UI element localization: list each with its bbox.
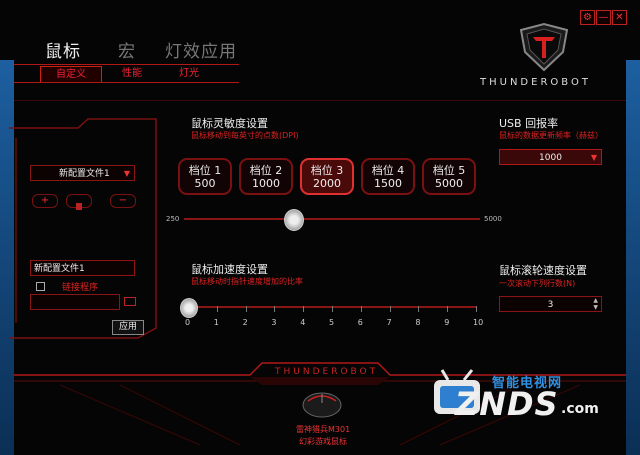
- bottom-frame-decoration: [14, 362, 626, 446]
- dpi-level-1[interactable]: 档位 1 500: [178, 158, 232, 195]
- acceleration-tick-mark: [389, 306, 391, 312]
- dpi-level-3[interactable]: 档位 3 2000: [300, 158, 354, 195]
- acceleration-tick-mark: [245, 306, 247, 312]
- acceleration-tick-label: 1: [213, 318, 219, 327]
- mouse-device-icon: [302, 392, 342, 418]
- acceleration-subtitle: 鼠标移动时指针速度增加的比率: [191, 277, 303, 286]
- acceleration-tick-mark: [476, 306, 477, 312]
- acceleration-tick-label: 9: [444, 318, 450, 327]
- minimize-button[interactable]: —: [596, 10, 611, 25]
- scroll-title: 鼠标滚轮速度设置: [499, 264, 587, 277]
- acceleration-tick-label: 7: [386, 318, 392, 327]
- settings-icon[interactable]: ⚙: [580, 10, 595, 25]
- dpi-level-value: 1500: [374, 177, 402, 190]
- left-panel-frame: [9, 118, 157, 339]
- remove-profile-button[interactable]: −: [110, 194, 136, 208]
- dpi-level-value: 1000: [252, 177, 280, 190]
- sensitivity-subtitle: 鼠标移动到每英寸的点数(DPI): [191, 131, 299, 140]
- usb-subtitle: 鼠标的数据更新频率（赫兹）: [499, 131, 603, 140]
- program-path-field[interactable]: [30, 294, 120, 310]
- acceleration-tick-mark: [216, 306, 218, 312]
- device-name: 雷神猎兵M301: [296, 425, 351, 434]
- sensitivity-title: 鼠标灵敏度设置: [191, 117, 268, 130]
- znds-tv-logo-icon: [434, 369, 480, 414]
- chevron-down-icon: ▼: [590, 153, 597, 162]
- dpi-level-label: 档位 3: [310, 164, 344, 177]
- dpi-level-label: 档位 4: [371, 164, 405, 177]
- dpi-level-value: 500: [194, 177, 216, 190]
- profile-select[interactable]: 新配置文件1 ▼: [30, 165, 135, 181]
- dpi-level-2[interactable]: 档位 2 1000: [239, 158, 293, 195]
- add-profile-button[interactable]: +: [32, 194, 58, 208]
- watermark-suffix: .com: [561, 401, 599, 417]
- close-button[interactable]: ✕: [612, 10, 627, 25]
- nav-macro[interactable]: 宏: [118, 42, 136, 62]
- acceleration-tick-mark: [418, 306, 420, 312]
- scroll-lines-value: 3: [547, 300, 554, 310]
- acceleration-tick-label: 5: [329, 318, 335, 327]
- watermark-main: ZNDS: [455, 385, 559, 423]
- acceleration-tick-mark: [303, 306, 305, 312]
- dpi-level-value: 5000: [435, 177, 463, 190]
- device-type: 幻彩游戏鼠标: [299, 437, 347, 446]
- dpi-level-label: 档位 5: [432, 164, 466, 177]
- acceleration-tick-mark: [360, 306, 362, 312]
- acceleration-tick-label: 8: [415, 318, 421, 327]
- dpi-level-value: 2000: [313, 177, 341, 190]
- dpi-level-5[interactable]: 档位 5 5000: [422, 158, 476, 195]
- brand-text: THUNDEROBOT: [480, 77, 591, 88]
- bind-program-label: 链接程序: [62, 283, 99, 293]
- watermark-top: 智能电视网: [492, 376, 563, 391]
- tab-custom[interactable]: 自定义: [40, 66, 102, 83]
- trash-icon: [76, 203, 82, 210]
- folder-icon[interactable]: [124, 297, 136, 306]
- acceleration-tick-label: 4: [300, 318, 306, 327]
- usb-rate-select[interactable]: 1000 ▼: [499, 149, 602, 165]
- dpi-slider-thumb[interactable]: [284, 209, 305, 231]
- dpi-slider-max: 5000: [484, 215, 502, 223]
- delete-profile-button[interactable]: [66, 194, 92, 210]
- dpi-slider-min: 250: [166, 215, 180, 223]
- acceleration-tick-mark: [447, 306, 449, 312]
- tab-lighting[interactable]: 灯光: [179, 68, 199, 79]
- header-divider: [14, 100, 626, 101]
- acceleration-tick-label: 2: [242, 318, 248, 327]
- subtab-bottom-line: [14, 82, 239, 83]
- nav-light[interactable]: 灯效应用: [165, 42, 237, 62]
- usb-title: USB 回报率: [499, 117, 559, 130]
- apply-button[interactable]: 应用: [112, 320, 144, 335]
- dpi-level-label: 档位 1: [188, 164, 222, 177]
- desktop-edge-right: [626, 60, 640, 455]
- dpi-level-label: 档位 2: [249, 164, 283, 177]
- profile-select-value: 新配置文件1: [59, 169, 110, 179]
- scroll-subtitle: 一次滚动下列行数(N): [499, 279, 576, 288]
- acceleration-thumb[interactable]: [180, 298, 198, 318]
- stepper-arrows-icon[interactable]: ▲▼: [593, 297, 598, 311]
- subtab-top-line: [14, 64, 239, 65]
- bind-program-checkbox[interactable]: [36, 282, 45, 291]
- scroll-lines-stepper[interactable]: 3 ▲▼: [499, 296, 602, 312]
- nav-mouse[interactable]: 鼠标: [45, 42, 81, 62]
- acceleration-tick-label: 0: [185, 318, 191, 327]
- acceleration-tick-mark: [274, 306, 276, 312]
- tab-performance[interactable]: 性能: [122, 68, 142, 79]
- dpi-slider-track[interactable]: [184, 218, 480, 220]
- usb-rate-value: 1000: [539, 153, 562, 163]
- profile-name-field[interactable]: 新配置文件1: [30, 260, 135, 276]
- acceleration-tick-mark: [332, 306, 333, 312]
- acceleration-tick-label: 6: [357, 318, 363, 327]
- acceleration-tick-label: 3: [271, 318, 277, 327]
- acceleration-title: 鼠标加速度设置: [191, 263, 268, 276]
- acceleration-tick-label: 10: [473, 318, 484, 327]
- thunderobot-logo-icon: [519, 22, 569, 72]
- brand-text-bottom: THUNDEROBOT: [275, 367, 379, 377]
- chevron-down-icon: ▼: [123, 169, 130, 178]
- desktop-edge-left: [0, 60, 14, 455]
- dpi-level-4[interactable]: 档位 4 1500: [361, 158, 415, 195]
